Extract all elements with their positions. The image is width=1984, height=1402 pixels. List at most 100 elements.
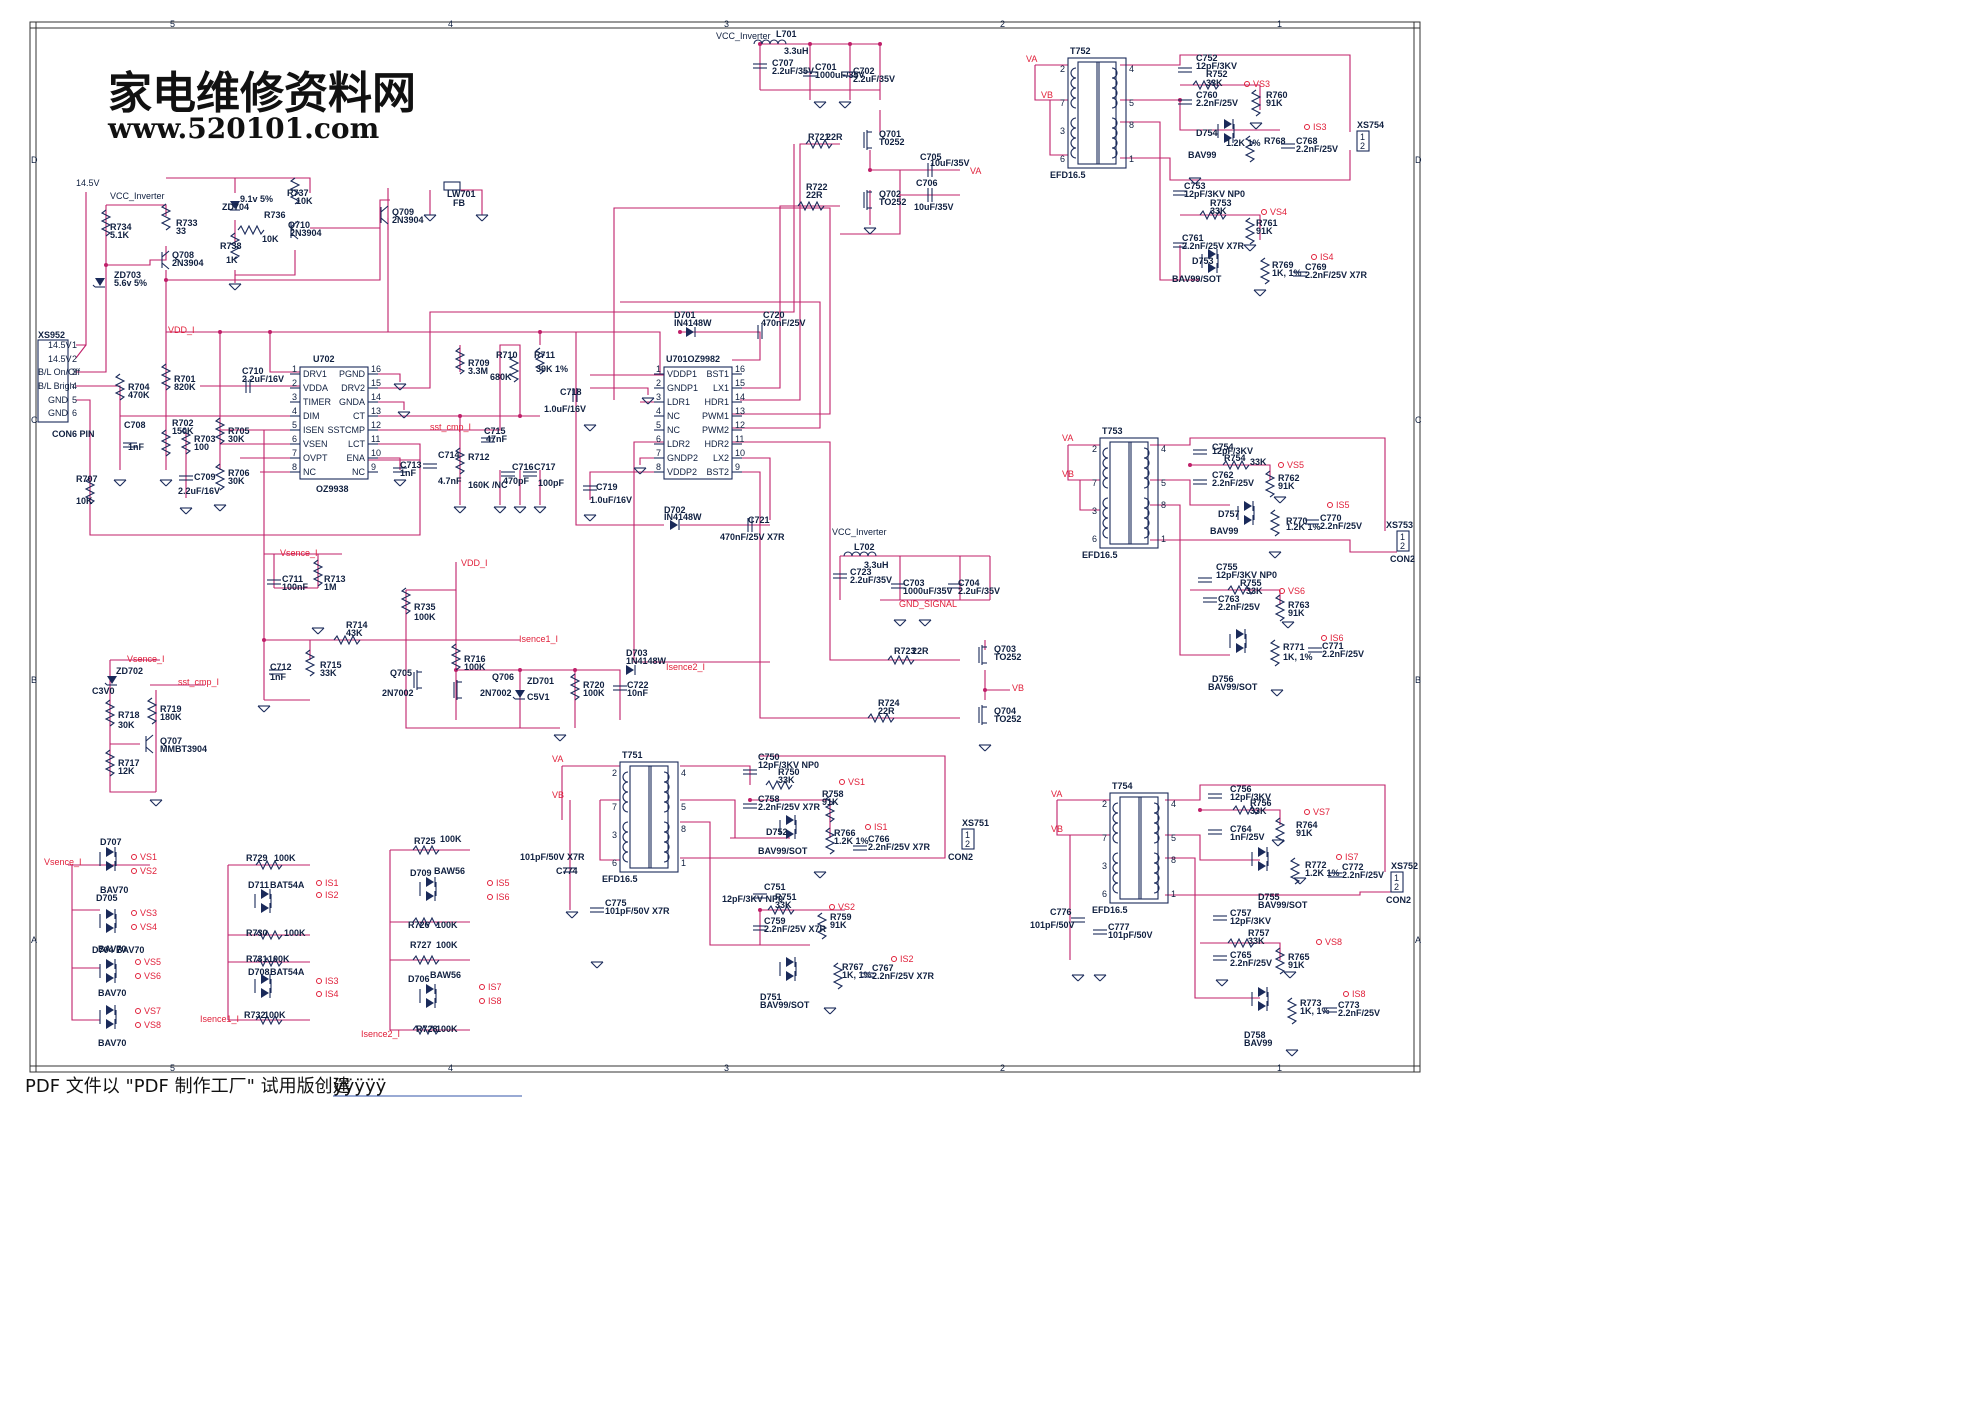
- xs952-pin: B/L Brigh: [38, 381, 75, 391]
- component-ref: C756: [1230, 784, 1252, 794]
- sense-label-text: VS5: [144, 957, 161, 967]
- component-value: 100K: [583, 688, 605, 698]
- component-ref: D753: [1192, 256, 1214, 266]
- component-ref: D702: [664, 505, 686, 515]
- pin-number: 4: [656, 406, 661, 416]
- net-label-vb: VB: [1012, 683, 1024, 693]
- pin-number: 8: [292, 462, 297, 472]
- sense-label: IS2: [891, 954, 914, 964]
- sense-label: VS7: [1304, 807, 1330, 817]
- component-value: 91K: [1266, 98, 1283, 108]
- pin-number: 7: [656, 448, 661, 458]
- xs754-pin: 2: [1360, 141, 1365, 151]
- component-value: 2N7002: [382, 688, 414, 698]
- component-ref: R753: [1210, 198, 1232, 208]
- component-value: 470nF/25V: [761, 318, 806, 328]
- component-ref: R722: [806, 182, 828, 192]
- pin-number: 9: [735, 462, 740, 472]
- component-ref: C755: [1216, 562, 1238, 572]
- xs952-ref: XS952: [38, 330, 65, 340]
- frame-mark: D: [1415, 155, 1422, 165]
- pin-number: 1: [72, 340, 77, 350]
- component-ref: R726: [408, 920, 430, 930]
- component-value: TO252: [994, 714, 1021, 724]
- pin-name: OVPT: [303, 453, 328, 463]
- xs753-part: CON2: [1390, 554, 1415, 564]
- component-value: 2.2uF/16V: [178, 486, 220, 496]
- component-value: 10uF/35V: [914, 202, 954, 212]
- sense-label: IS7: [1336, 852, 1359, 862]
- component-ref: R766: [834, 828, 856, 838]
- sense-label-text: VS3: [140, 908, 157, 918]
- component-value: 2.2nF/25V: [1320, 521, 1362, 531]
- component-ref: C768: [1296, 136, 1318, 146]
- component-value: 91K: [1288, 960, 1305, 970]
- component-value: 3.3M: [468, 366, 488, 376]
- pin-name: HDR1: [704, 397, 729, 407]
- pin-number: 2: [1092, 444, 1097, 454]
- component-value: 33K: [1210, 206, 1227, 216]
- component-value: 100: [194, 442, 209, 452]
- frame-mark: 5: [170, 19, 175, 29]
- component-ref: D705: [96, 893, 118, 903]
- component-ref: R765: [1288, 952, 1310, 962]
- component-ref: R758: [822, 789, 844, 799]
- ground-symbol: [179, 507, 193, 515]
- frame-mark: B: [31, 675, 37, 685]
- net-label-vb: VB: [552, 790, 564, 800]
- xs952-pin: 14.5V: [48, 340, 72, 350]
- component-ref: C711: [282, 574, 303, 584]
- component-value: 1.0uF/16V: [590, 495, 632, 505]
- pin-name: LDR1: [667, 397, 690, 407]
- component-value: MMBT3904: [160, 744, 207, 754]
- component-ref: Q702: [879, 189, 901, 199]
- pin-number: 1: [292, 364, 297, 374]
- component-value: 91K: [1296, 828, 1313, 838]
- component-ref: C751: [764, 882, 786, 892]
- pin-number: 6: [1060, 154, 1065, 164]
- net-label-sst-cmp: sst_cmp_I: [178, 677, 219, 687]
- component-value: 10K: [296, 196, 313, 206]
- component-ref: Q708: [172, 250, 194, 260]
- component-value: 820K: [174, 382, 196, 392]
- component-value: 2.2uF/35V: [850, 575, 892, 585]
- sense-label-text: IS1: [874, 822, 888, 832]
- component-ref: C719: [596, 482, 618, 492]
- pin-name: LX2: [713, 453, 729, 463]
- component-ref: R711: [534, 350, 555, 360]
- xs952-pin: 14.5V: [48, 354, 72, 364]
- net-labels: VCC_Inverter VCC_Inverter VCC_Inverter 1…: [44, 31, 1074, 1039]
- sense-label: VS5: [135, 957, 161, 967]
- pin-number: 7: [1060, 98, 1065, 108]
- component-ref: Q701: [879, 129, 901, 139]
- component-ref: R724: [878, 698, 900, 708]
- component-value: 10uF/35V: [930, 158, 970, 168]
- ground-symbol: [1273, 496, 1287, 504]
- ground-symbol: [113, 479, 127, 487]
